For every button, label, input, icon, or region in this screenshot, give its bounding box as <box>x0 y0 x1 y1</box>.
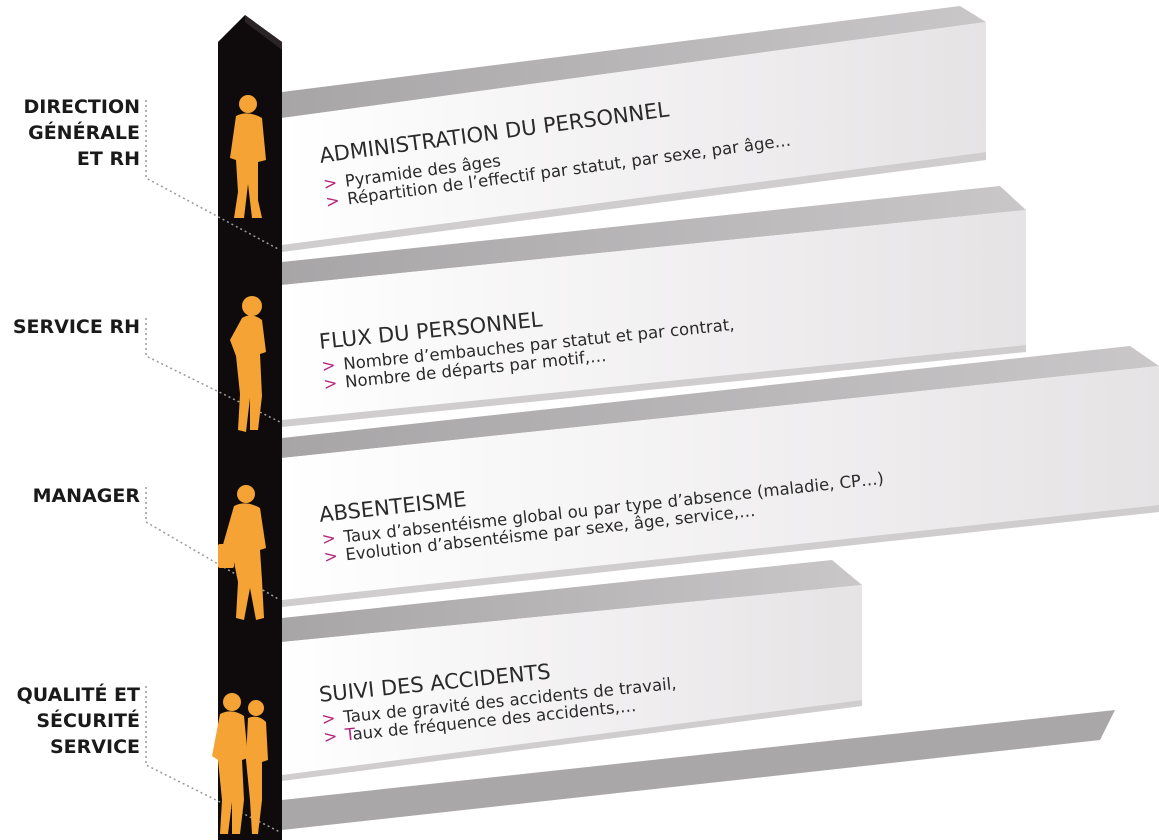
shelf-flux <box>282 186 1026 427</box>
bullet-icon: > <box>322 373 339 394</box>
person-icon <box>230 296 266 432</box>
role-line: SERVICE RH <box>12 316 140 338</box>
bullet-icon: > <box>322 546 339 567</box>
role-line: SÉCURITÉ <box>36 710 140 732</box>
role-line: SERVICE <box>50 736 140 758</box>
shelf-base <box>282 710 1115 830</box>
person-icon <box>218 485 266 620</box>
connectors <box>145 100 281 833</box>
couple-icon <box>212 693 268 834</box>
shelf-administration <box>282 6 986 252</box>
role-service-rh: SERVICE RH <box>13 314 140 340</box>
role-direction-generale: DIRECTION GÉNÉRALE ET RH <box>24 94 140 172</box>
role-line: ET RH <box>76 148 140 170</box>
role-line: MANAGER <box>32 485 140 507</box>
bullet-icon: > <box>322 726 339 747</box>
bullet-icon: > <box>324 190 341 212</box>
role-manager: MANAGER <box>33 483 140 509</box>
role-line: DIRECTION <box>23 96 140 118</box>
person-icon <box>230 95 266 218</box>
shelf-absenteisme <box>282 346 1159 607</box>
role-qualite-securite: QUALITÉ ET SÉCURITÉ SERVICE <box>17 682 140 760</box>
shelf-accidents <box>282 560 862 781</box>
role-line: QUALITÉ ET <box>16 684 140 706</box>
role-line: GÉNÉRALE <box>28 122 140 144</box>
